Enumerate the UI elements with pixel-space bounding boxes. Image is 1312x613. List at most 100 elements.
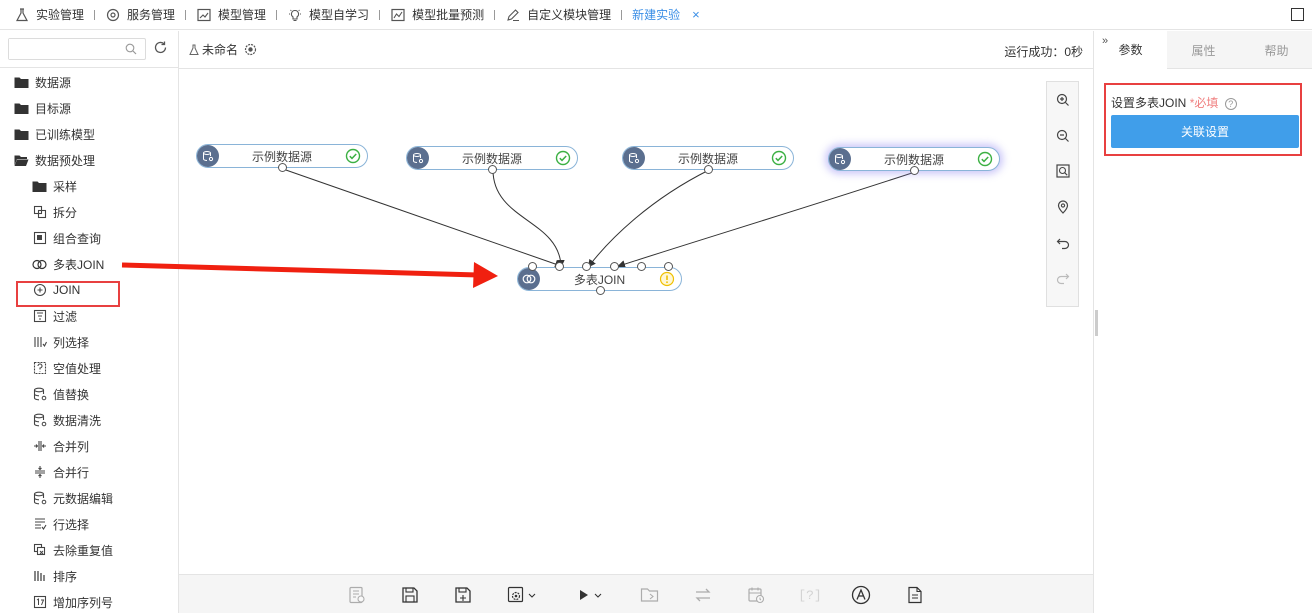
help-brackets-icon[interactable]: [?]: [796, 585, 824, 605]
nav-item-batch-prediction[interactable]: 模型批量预测: [390, 0, 484, 30]
canvas-toolbar: [1046, 81, 1079, 307]
tab-label: 新建实验: [632, 8, 681, 22]
fit-view-icon[interactable]: [1055, 163, 1071, 179]
sidebar-item-4[interactable]: 采样: [0, 173, 178, 199]
undo-icon[interactable]: [1055, 235, 1071, 251]
document-icon[interactable]: [905, 585, 925, 605]
swap-icon[interactable]: [693, 585, 713, 605]
output-port[interactable]: [910, 166, 919, 175]
sidebar-item-label: 行选择: [53, 517, 90, 532]
node-data-source-selected[interactable]: 示例数据源: [828, 147, 1000, 175]
nav-item-model-management[interactable]: 模型管理: [196, 0, 266, 30]
tab-attributes[interactable]: 属性: [1167, 31, 1240, 69]
sidebar-item-label: 过滤: [53, 309, 78, 324]
sidebar-item-6[interactable]: 组合查询: [0, 225, 178, 251]
search-input[interactable]: [9, 39, 119, 59]
panel-resize-handle[interactable]: [1095, 310, 1098, 336]
tab-params[interactable]: 参数: [1094, 31, 1167, 69]
experiment-canvas[interactable]: 示例数据源 示例数据源 示例数据源 示例数据源 多表JOIN: [179, 70, 1093, 574]
sidebar-item-18[interactable]: 去除重复值: [0, 537, 178, 563]
database-icon: [197, 145, 219, 167]
node-data-source[interactable]: 示例数据源: [622, 146, 794, 174]
log-icon[interactable]: [347, 585, 367, 605]
nav-item-service-management[interactable]: 服务管理: [105, 0, 175, 30]
tab-new-experiment[interactable]: 新建实验: [632, 0, 680, 30]
join-settings-button[interactable]: 关联设置: [1111, 115, 1299, 148]
database-icon: [32, 387, 47, 402]
sidebar-item-13[interactable]: 数据清洗: [0, 407, 178, 433]
linechart-icon: [390, 7, 406, 23]
zoom-out-icon[interactable]: [1055, 128, 1071, 144]
refresh-icon[interactable]: [153, 40, 168, 55]
input-port[interactable]: [555, 262, 564, 271]
sidebar-item-17[interactable]: 行选择: [0, 511, 178, 537]
node-multi-table-join[interactable]: 多表JOIN: [517, 262, 682, 295]
sidebar-item-11[interactable]: 空值处理: [0, 355, 178, 381]
sidebar-item-1[interactable]: 目标源: [0, 95, 178, 121]
sidebar-item-2[interactable]: 已训练模型: [0, 121, 178, 147]
zoom-in-icon[interactable]: [1055, 92, 1071, 108]
sidebar-item-label: 排序: [53, 569, 78, 584]
sidebar-item-12[interactable]: 值替换: [0, 381, 178, 407]
column-select-icon: [32, 335, 47, 350]
sidebar-item-label: 空值处理: [53, 361, 102, 376]
nav-item-model-self-learning[interactable]: 模型自学习: [287, 0, 369, 30]
search-icon[interactable]: [125, 43, 137, 55]
tab-help[interactable]: 帮助: [1240, 31, 1312, 69]
edge-src1-join: [282, 168, 563, 268]
sidebar-item-7[interactable]: 多表JOIN: [0, 251, 178, 277]
save-icon[interactable]: [400, 585, 420, 605]
sidebar-item-8[interactable]: JOIN: [0, 277, 178, 303]
input-port[interactable]: [664, 262, 673, 271]
output-port[interactable]: [278, 163, 287, 172]
null-icon: [32, 361, 47, 376]
input-port[interactable]: [637, 262, 646, 271]
close-tab-icon[interactable]: ×: [692, 7, 700, 22]
input-port[interactable]: [528, 262, 537, 271]
sidebar-item-20[interactable]: 增加序列号: [0, 589, 178, 613]
sidebar-item-10[interactable]: 列选择: [0, 329, 178, 355]
output-port[interactable]: [596, 286, 605, 295]
divider: [0, 67, 178, 68]
split-icon: [32, 205, 47, 220]
sidebar-item-19[interactable]: 排序: [0, 563, 178, 589]
export-icon[interactable]: [640, 585, 660, 605]
collapse-panel-icon[interactable]: »: [1102, 35, 1109, 47]
run-dropdown-icon[interactable]: [575, 585, 605, 605]
top-navigation: 实验管理 服务管理 模型管理 模型自学习 模型批量预测 自定义模块管理 新: [0, 0, 1312, 30]
schedule-icon[interactable]: [746, 585, 766, 605]
success-check-icon: [555, 150, 571, 166]
auto-icon[interactable]: [851, 585, 871, 605]
settings-dropdown-icon[interactable]: [505, 585, 539, 605]
sidebar-item-label: 列选择: [53, 335, 90, 350]
sidebar-item-label: 目标源: [35, 101, 72, 116]
help-icon[interactable]: ?: [1224, 98, 1237, 110]
redo-icon[interactable]: [1055, 270, 1071, 286]
maximize-icon[interactable]: [1291, 8, 1304, 21]
sidebar-item-3[interactable]: 数据预处理: [0, 147, 178, 173]
sidebar-item-15[interactable]: 合并行: [0, 459, 178, 485]
database-icon: [829, 148, 851, 170]
nav-item-experiment-management[interactable]: 实验管理: [14, 0, 84, 30]
sidebar-item-5[interactable]: 拆分: [0, 199, 178, 225]
locate-icon[interactable]: [1055, 199, 1071, 215]
output-port[interactable]: [704, 165, 713, 174]
database-icon: [407, 147, 429, 169]
nav-item-custom-module-management[interactable]: 自定义模块管理: [505, 0, 611, 30]
filter-icon: [32, 309, 47, 324]
settings-icon[interactable]: [244, 43, 257, 56]
sidebar-item-9[interactable]: 过滤: [0, 303, 178, 329]
node-data-source[interactable]: 示例数据源: [406, 146, 578, 174]
output-port[interactable]: [488, 165, 497, 174]
sidebar-item-14[interactable]: 合并列: [0, 433, 178, 459]
node-data-source[interactable]: 示例数据源: [196, 144, 368, 172]
save-as-icon[interactable]: [453, 585, 473, 605]
join-settings-label: 设置多表JOIN *必填 ?: [1111, 94, 1237, 111]
sidebar-item-0[interactable]: 数据源: [0, 69, 178, 95]
input-port[interactable]: [610, 262, 619, 271]
sort-icon: [32, 569, 47, 584]
experiment-name[interactable]: 未命名: [189, 41, 238, 58]
database-icon: [623, 147, 645, 169]
input-port[interactable]: [582, 262, 591, 271]
sidebar-item-16[interactable]: 元数据编辑: [0, 485, 178, 511]
